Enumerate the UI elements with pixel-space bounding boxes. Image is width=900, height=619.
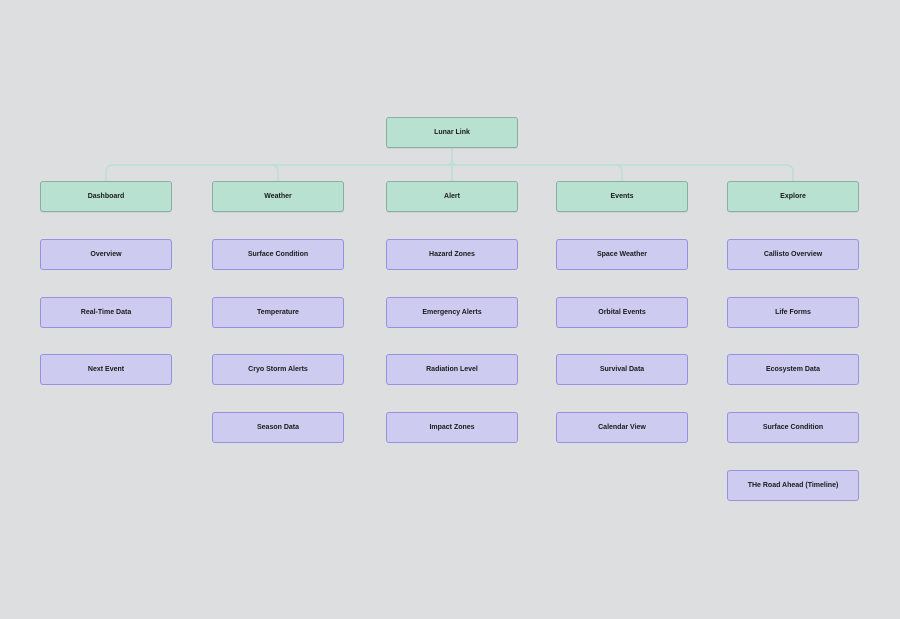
page-node-overview[interactable]: Overview: [40, 239, 172, 270]
category-drop-line: [614, 164, 623, 181]
page-node-label: Surface Condition: [247, 251, 309, 258]
category-node-label: Weather: [264, 193, 292, 200]
category-node-events[interactable]: Events: [556, 181, 688, 212]
page-node-label: Life Forms: [775, 309, 811, 316]
page-node-surface-condition[interactable]: Surface Condition: [727, 412, 859, 443]
page-node-label: Space Weather: [596, 251, 648, 258]
category-node-label: Events: [610, 193, 634, 200]
page-node-ecosystem-data[interactable]: Ecosystem Data: [727, 354, 859, 385]
category-node-dashboard[interactable]: Dashboard: [40, 181, 172, 212]
category-drop-line: [105, 164, 114, 181]
page-node-orbital-events[interactable]: Orbital Events: [556, 297, 688, 328]
page-node-temperature[interactable]: Temperature: [212, 297, 344, 328]
category-node-label: Explore: [780, 193, 806, 200]
page-node-callisto-overview[interactable]: Callisto Overview: [727, 239, 859, 270]
page-node-radiation-level[interactable]: Radiation Level: [386, 354, 518, 385]
page-node-label: Temperature: [257, 309, 299, 316]
page-node-label: Ecosystem Data: [765, 366, 821, 373]
page-node-label: THe Road Ahead (Timeline): [747, 482, 839, 489]
category-node-label: Alert: [444, 193, 460, 200]
page-node-label: Overview: [90, 251, 122, 258]
page-node-calendar-view[interactable]: Calendar View: [556, 412, 688, 443]
page-node-label: Impact Zones: [429, 424, 475, 431]
category-node-weather[interactable]: Weather: [212, 181, 344, 212]
category-drop-line: [785, 164, 794, 181]
page-node-label: Callisto Overview: [763, 251, 823, 258]
page-node-label: Real-Time Data: [80, 309, 132, 316]
root-stem-branch: [451, 158, 459, 166]
page-node-life-forms[interactable]: Life Forms: [727, 297, 859, 328]
page-node-cryo-storm-alerts[interactable]: Cryo Storm Alerts: [212, 354, 344, 385]
page-node-label: Calendar View: [598, 424, 646, 431]
page-node-real-time-data[interactable]: Real-Time Data: [40, 297, 172, 328]
category-node-alert[interactable]: Alert: [386, 181, 518, 212]
page-node-next-event[interactable]: Next Event: [40, 354, 172, 385]
page-node-survival-data[interactable]: Survival Data: [556, 354, 688, 385]
page-node-label: Next Event: [87, 366, 125, 373]
page-node-space-weather[interactable]: Space Weather: [556, 239, 688, 270]
root-stem-line: [445, 148, 453, 166]
page-node-label: Orbital Events: [598, 309, 646, 316]
page-node-impact-zones[interactable]: Impact Zones: [386, 412, 518, 443]
root-node-label: Lunar Link: [434, 129, 470, 136]
page-node-label: Survival Data: [599, 366, 645, 373]
category-drop-line: [270, 164, 279, 181]
category-node-label: Dashboard: [87, 193, 125, 200]
page-node-label: Radiation Level: [426, 366, 478, 373]
page-node-emergency-alerts[interactable]: Emergency Alerts: [386, 297, 518, 328]
page-node-label: Surface Condition: [762, 424, 824, 431]
page-node-label: Cryo Storm Alerts: [248, 366, 308, 373]
category-node-explore[interactable]: Explore: [727, 181, 859, 212]
page-node-label: Hazard Zones: [429, 251, 475, 258]
page-node-season-data[interactable]: Season Data: [212, 412, 344, 443]
root-node[interactable]: Lunar Link: [386, 117, 518, 148]
page-node-the-road-ahead-timeline[interactable]: THe Road Ahead (Timeline): [727, 470, 859, 501]
page-node-label: Emergency Alerts: [422, 309, 482, 316]
page-node-surface-condition[interactable]: Surface Condition: [212, 239, 344, 270]
page-node-label: Season Data: [256, 424, 300, 431]
page-node-hazard-zones[interactable]: Hazard Zones: [386, 239, 518, 270]
